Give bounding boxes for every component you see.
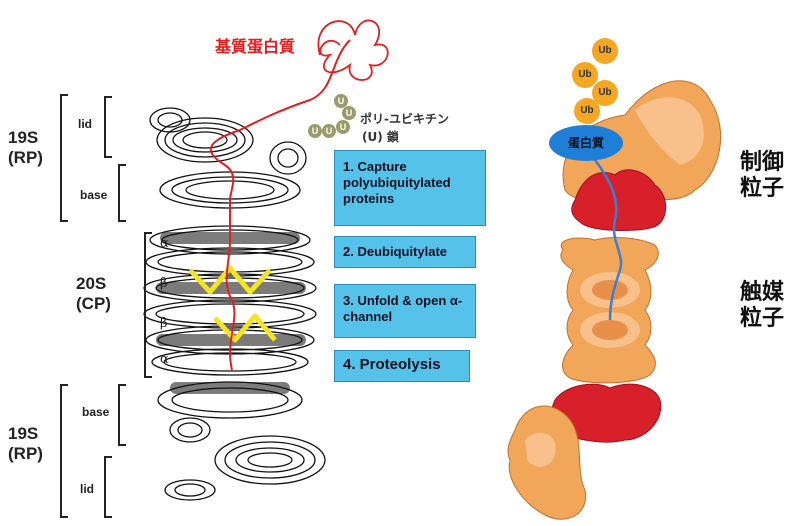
catalytic-particle-label: 触媒 粒子 xyxy=(740,280,784,332)
top-base-bracket xyxy=(118,164,120,222)
proteasome-3d-rendering xyxy=(495,0,735,526)
step-capture: 1. Capture polyubiquitylated proteins xyxy=(334,150,486,226)
top-rp-bracket xyxy=(60,94,62,222)
step-unfold: 3. Unfold & open α-channel xyxy=(334,284,476,338)
bottom-rp-bracket xyxy=(60,384,62,518)
bottom-lid-label: lid xyxy=(80,482,94,496)
u-bead: U xyxy=(322,124,336,138)
cp-label: 20S (CP) xyxy=(76,274,111,314)
alpha-ring-top: α xyxy=(160,236,169,251)
ub-ball: Ub xyxy=(592,38,618,64)
beta-ring-bottom: β xyxy=(160,316,168,331)
step-proteolysis: 4. Proteolysis xyxy=(334,350,470,382)
alpha-ring-bottom: α xyxy=(160,352,169,367)
regulatory-particle-label: 制御 粒子 xyxy=(740,150,784,202)
substrate-label: 基質蛋白質 xyxy=(215,33,295,57)
beta-ring-top: β xyxy=(160,276,168,291)
substrate-protein: 蛋白質 xyxy=(549,125,623,161)
top-lid-bracket xyxy=(104,96,106,158)
substrate-chain xyxy=(211,40,350,370)
bottom-base-label: base xyxy=(82,405,109,419)
top-rp-label: 19S (RP) xyxy=(8,128,43,168)
polyub-label-line1: ポリ-ユビキチン xyxy=(360,110,449,127)
regulatory-label-line2: 粒子 xyxy=(740,176,784,202)
top-lid-label: lid xyxy=(78,117,92,131)
substrate-tangle xyxy=(318,21,387,80)
regulatory-label-line1: 制御 xyxy=(740,150,784,176)
polyub-label-line2: (U) 鎖 xyxy=(362,128,399,145)
ub-ball: Ub xyxy=(574,98,600,124)
u-bead: U xyxy=(342,106,356,120)
bottom-lid-bracket xyxy=(104,456,106,518)
bottom-rp-label: 19S (RP) xyxy=(8,424,43,464)
bottom-base-bracket xyxy=(118,384,120,446)
cp-bracket xyxy=(144,232,146,378)
top-base-label: base xyxy=(80,188,107,202)
u-bead: U xyxy=(336,120,350,134)
catalytic-label-line2: 粒子 xyxy=(740,306,784,332)
u-bead: U xyxy=(308,124,322,138)
polyub-chain: U U U U U xyxy=(300,94,360,144)
catalytic-label-line1: 触媒 xyxy=(740,280,784,306)
step-deubiquitylate: 2. Deubiquitylate xyxy=(334,236,476,268)
